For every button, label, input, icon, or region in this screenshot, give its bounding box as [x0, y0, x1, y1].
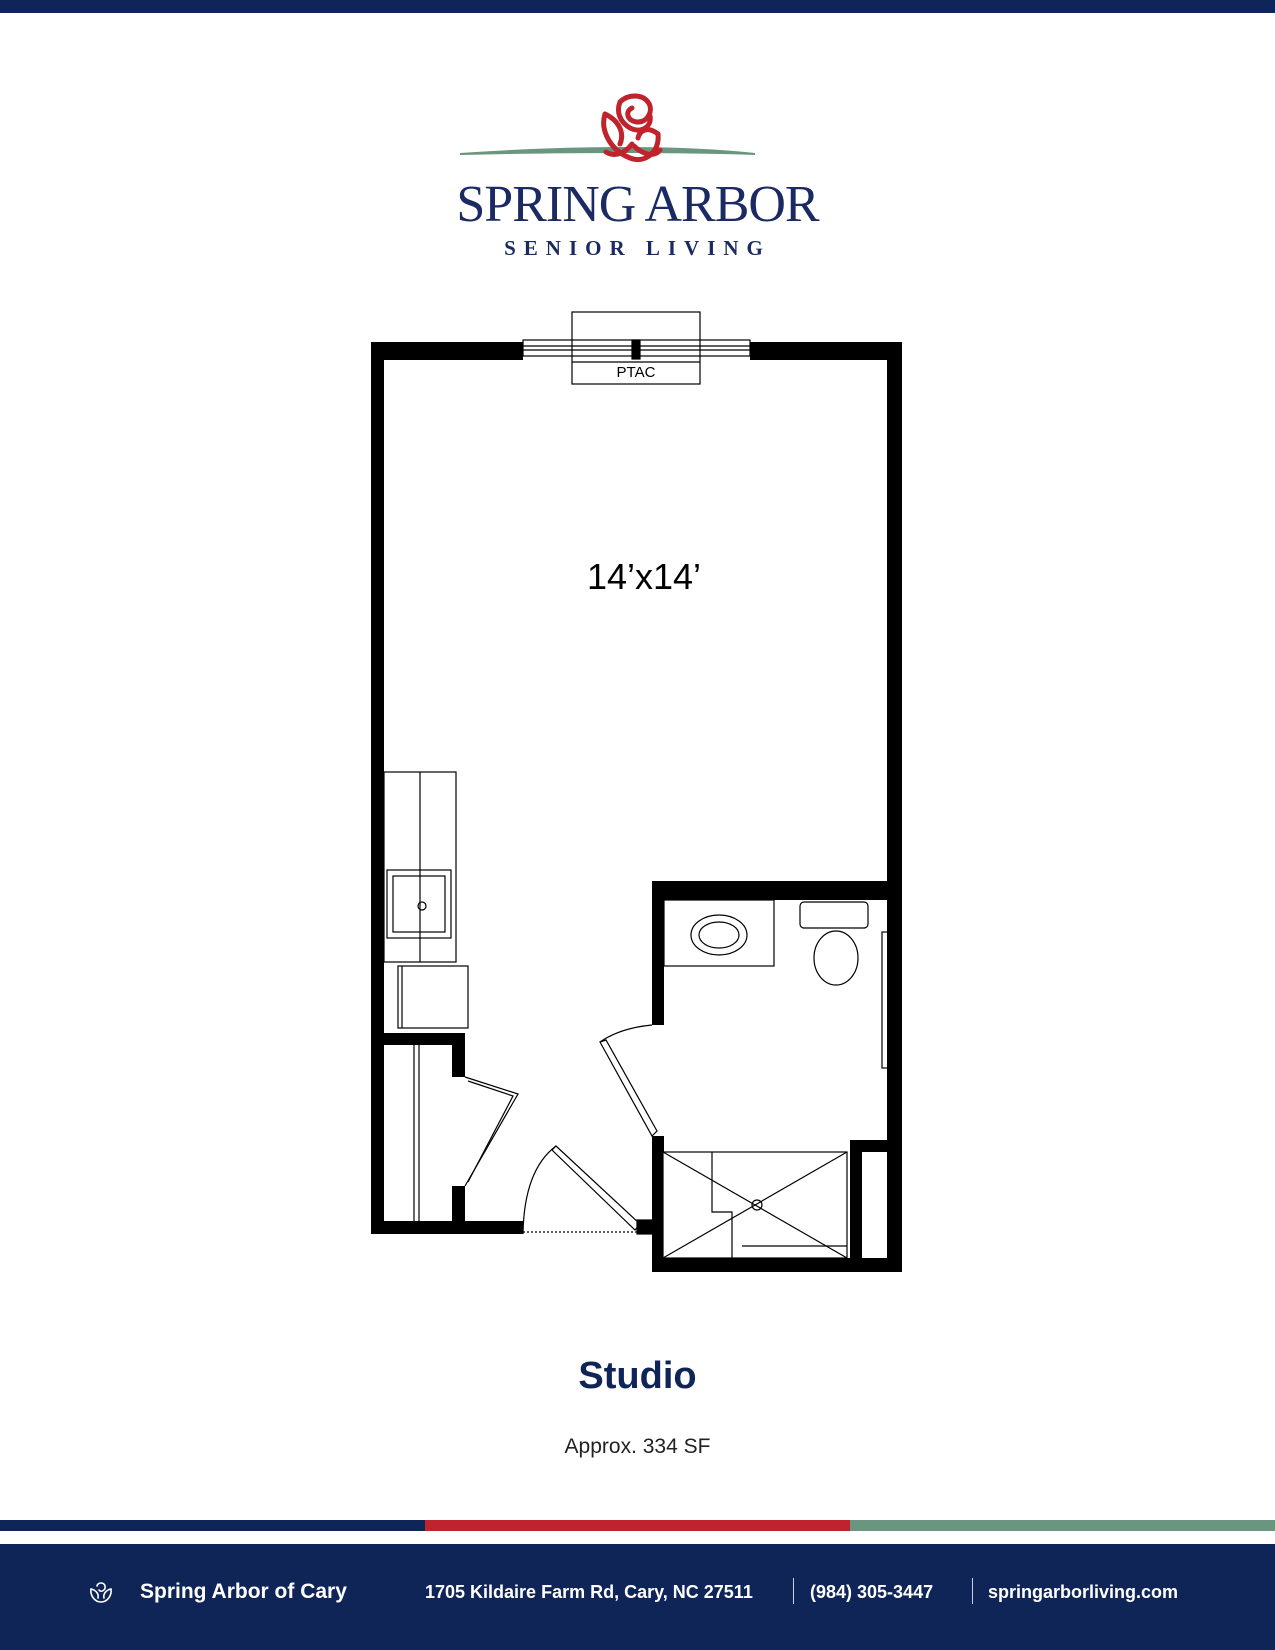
kitchenette	[383, 771, 469, 1029]
divider	[793, 1578, 794, 1604]
bathroom-door	[599, 1024, 658, 1137]
community-address: 1705 Kildaire Farm Rd, Cary, NC 27511	[425, 1582, 753, 1602]
floor-plan: PTAC 14’x14’	[371, 311, 902, 1272]
unit-title: Studio	[578, 1355, 697, 1397]
bathroom-walls	[652, 881, 902, 1270]
closet-door	[464, 1076, 519, 1187]
exterior-walls	[371, 342, 902, 1272]
footer: Spring Arbor of Cary 1705 Kildaire Farm …	[0, 1544, 1275, 1650]
brand-name: SPRING ARBOR	[456, 176, 819, 233]
unit-area: Approx. 334 SF	[564, 1435, 711, 1458]
ptac-unit	[522, 311, 751, 385]
divider	[972, 1578, 973, 1604]
stripe-red	[425, 1520, 850, 1531]
logo: SPRING ARBOR SENIOR LIVING	[420, 92, 855, 262]
top-bar	[0, 0, 1275, 13]
website-link[interactable]: springarborliving.com	[988, 1582, 1179, 1602]
stripe-sage	[850, 1520, 1275, 1531]
stripe-navy	[0, 1520, 425, 1531]
closet-interior	[413, 1045, 420, 1221]
closet-walls	[371, 1033, 465, 1234]
room-dimensions: 14’x14’	[587, 556, 701, 597]
community-name: Spring Arbor of Cary	[140, 1580, 347, 1603]
bathroom-fixtures	[662, 899, 889, 1259]
entry-door	[522, 1145, 653, 1235]
phone-link[interactable]: (984) 305-3447	[810, 1582, 934, 1602]
brand-tagline: SENIOR LIVING	[504, 236, 771, 260]
ptac-label: PTAC	[617, 364, 656, 381]
rose-icon	[459, 93, 756, 162]
rose-outline-icon	[90, 1582, 112, 1603]
